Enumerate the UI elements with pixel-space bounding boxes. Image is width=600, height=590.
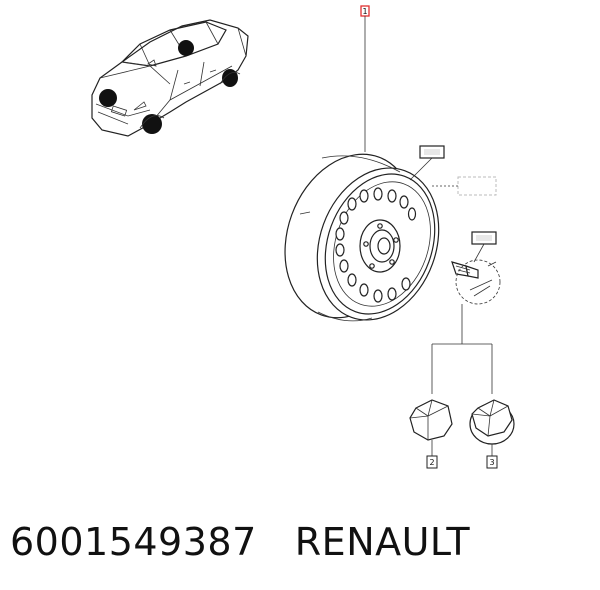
lug-nut-3	[469, 399, 515, 445]
wheel-bolt	[451, 261, 479, 279]
callout-3-label: 3	[489, 458, 494, 467]
wheel-vent-holes	[335, 187, 417, 303]
caption: 6001549387 RENAULT	[10, 512, 590, 572]
callout-2-label: 2	[429, 458, 434, 467]
dashed-ref-box	[457, 176, 497, 196]
leader-tree	[431, 304, 493, 394]
callout-1[interactable]: 1	[360, 5, 370, 17]
car-illustration	[91, 19, 249, 137]
part-number: 6001549387	[10, 520, 257, 564]
brand-name: RENAULT	[294, 520, 471, 564]
callout-2[interactable]: 2	[426, 455, 438, 469]
callout-3[interactable]: 3	[486, 455, 498, 469]
parts-diagram: 1	[91, 5, 515, 469]
steel-wheel	[284, 153, 440, 322]
callout-1-label: 1	[362, 7, 367, 16]
tyre-ref-box[interactable]	[419, 145, 445, 159]
lug-nut-2	[409, 399, 453, 441]
bolt-detail-circle	[455, 259, 501, 305]
bolt-ref-box[interactable]	[471, 231, 497, 245]
